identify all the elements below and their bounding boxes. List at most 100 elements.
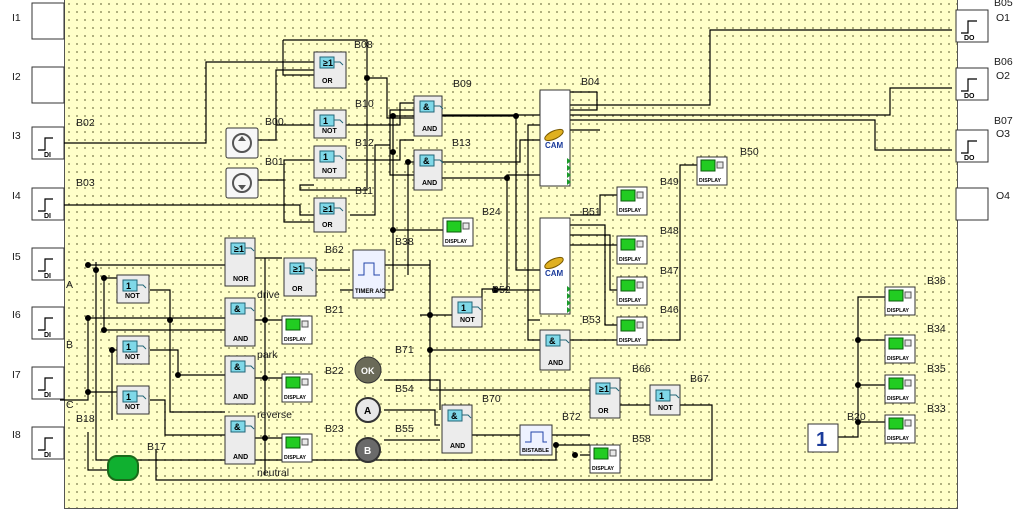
block-label-b71: B71 (395, 344, 414, 356)
output-o1[interactable]: DO O1 B05 (955, 0, 1013, 43)
block-label-b02: B02 (76, 117, 95, 129)
block-label-b33: B33 (927, 403, 946, 415)
display-reverse[interactable]: DISPLAY (281, 433, 313, 463)
svg-text:AND: AND (450, 443, 465, 450)
input-i5[interactable]: DI I5 (12, 247, 65, 281)
block-label-b11: B11 (355, 185, 373, 197)
bistable-block-b72[interactable]: BISTABLE (519, 424, 553, 456)
and-gate-b10[interactable]: &AND (413, 95, 444, 137)
and-gate-b70[interactable]: & AND (441, 404, 473, 454)
display-b34[interactable]: DISPLAY (884, 334, 916, 364)
display-b36[interactable]: DISPLAY (884, 286, 916, 316)
block-label-b17: B17 (147, 441, 166, 453)
svg-text:DISPLAY: DISPLAY (887, 308, 910, 314)
svg-text:&: & (451, 411, 458, 421)
and-gate-reverse[interactable]: &AND (224, 355, 256, 405)
or-gate-b66[interactable]: ≥1OR (589, 377, 621, 419)
block-label-b12: B12 (355, 137, 374, 149)
svg-text:CAM: CAM (545, 141, 564, 150)
svg-text:I8: I8 (12, 429, 21, 441)
block-label-b72: B72 (562, 411, 581, 423)
input-i8[interactable]: DI I8 (12, 426, 65, 460)
svg-text:NOT: NOT (460, 317, 476, 324)
and-gate-neutral[interactable]: &AND (224, 415, 256, 465)
input-i4[interactable]: DI I4 (12, 187, 65, 221)
display-drive[interactable]: DISPLAY (281, 315, 313, 345)
block-label-b24: B24 (482, 206, 501, 218)
block-label-b10: B10 (355, 98, 374, 110)
svg-text:DISPLAY: DISPLAY (445, 239, 468, 245)
b-key-block[interactable]: B (355, 437, 381, 463)
input-i3[interactable]: DI I3 (12, 126, 65, 160)
or-gate-b11[interactable]: ≥1OR (313, 197, 347, 233)
function-block-diagram-canvas[interactable] (64, 0, 958, 509)
svg-text:DISPLAY: DISPLAY (619, 257, 642, 263)
svg-text:B07: B07 (994, 115, 1013, 127)
output-o3[interactable]: DO O3 B07 (955, 115, 1013, 163)
display-b58[interactable]: DISPLAY (589, 444, 621, 474)
output-o4[interactable]: O4 (955, 187, 1010, 221)
svg-text:DISPLAY: DISPLAY (592, 466, 615, 472)
display-b48[interactable]: DISPLAY (616, 235, 648, 265)
a-key-block[interactable]: A (355, 397, 381, 423)
svg-text:O3: O3 (996, 128, 1010, 140)
green-indicator-block[interactable] (107, 455, 139, 481)
display-b50[interactable]: DISPLAY (696, 156, 728, 186)
input-i1[interactable]: I1 (12, 2, 65, 40)
block-label-b23: B23 (325, 423, 344, 435)
display-b46[interactable]: DISPLAY (616, 316, 648, 346)
input-i6[interactable]: DI I6 (12, 306, 65, 340)
svg-text:&: & (234, 422, 241, 432)
svg-text:≥1: ≥1 (323, 58, 333, 68)
and-gate-b13[interactable]: &AND (413, 149, 444, 191)
svg-text:I6: I6 (12, 309, 21, 321)
display-park[interactable]: DISPLAY (281, 373, 313, 403)
ok-button-block[interactable]: OK (354, 356, 382, 384)
svg-text:DISPLAY: DISPLAY (699, 178, 722, 184)
push-button-down-key[interactable] (225, 167, 259, 199)
svg-text:TIMER A/C: TIMER A/C (355, 289, 386, 295)
svg-text:B05: B05 (994, 0, 1013, 9)
and-gate-b53[interactable]: & AND (539, 329, 571, 371)
or-gate-b21[interactable]: ≥1OR (283, 257, 317, 297)
block-label-b20: B20 (847, 411, 866, 423)
svg-text:AND: AND (548, 360, 563, 367)
input-i7[interactable]: DI I7 (12, 366, 65, 400)
cam-block-b04[interactable]: CAM (539, 89, 571, 187)
wiring (60, 29, 952, 481)
block-label-b47: B47 (660, 265, 679, 277)
block-label-b55: B55 (395, 423, 414, 435)
svg-text:&: & (549, 336, 556, 346)
signal-label-c: C (66, 399, 74, 411)
block-label-b08: B08 (354, 39, 373, 51)
block-label-b03: B03 (76, 177, 95, 189)
display-b38[interactable]: DISPLAY (442, 217, 474, 247)
svg-text:OR: OR (322, 78, 333, 85)
constant-one-block[interactable]: 1 (807, 423, 839, 453)
block-label-b67: B67 (690, 373, 709, 385)
output-o2[interactable]: DO O2 B06 (955, 56, 1013, 101)
or-gate-b08[interactable]: ≥1OR (313, 51, 347, 89)
display-b47[interactable]: DISPLAY (616, 276, 648, 306)
timer-block-b21[interactable]: TIMER A/C (352, 249, 386, 299)
display-b35[interactable]: DISPLAY (884, 374, 916, 404)
input-i2[interactable]: I2 (12, 66, 65, 104)
signal-label-reverse: reverse (257, 409, 292, 421)
push-button-up-key[interactable] (225, 127, 259, 159)
cam-block-b51[interactable]: CAM (539, 217, 571, 315)
display-b33[interactable]: DISPLAY (884, 414, 916, 444)
block-label-b58: B58 (632, 433, 651, 445)
block-label-b46: B46 (660, 304, 679, 316)
display-b49[interactable]: DISPLAY (616, 186, 648, 216)
svg-text:OR: OR (292, 286, 303, 293)
and-gate-park[interactable]: &AND (224, 297, 256, 347)
svg-text:DISPLAY: DISPLAY (619, 338, 642, 344)
